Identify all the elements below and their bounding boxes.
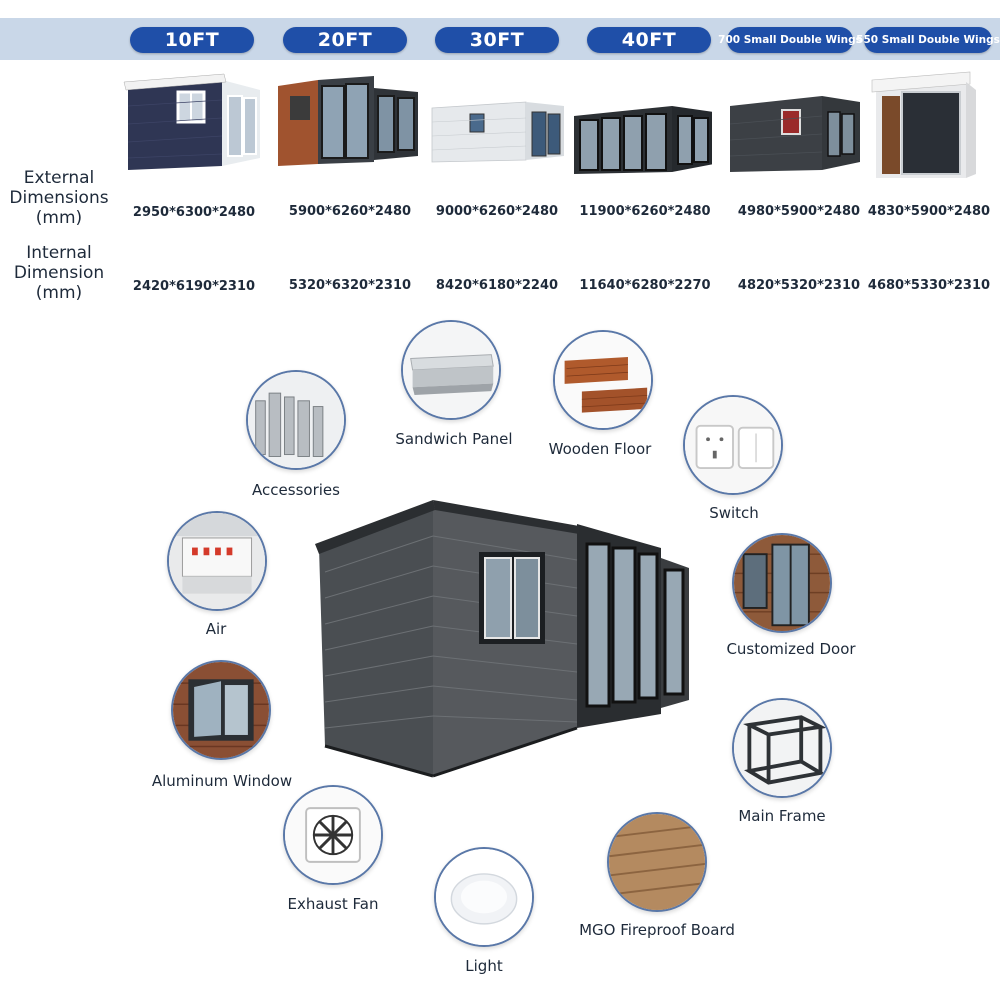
mgo-fireproof-board-label: MGO Fireproof Board <box>579 921 735 939</box>
external-dim-40ft: 11900*6260*2480 <box>579 204 711 219</box>
external-dim-20ft: 5900*6260*2480 <box>288 204 412 219</box>
internal-dim-40ft: 11640*6280*2270 <box>579 278 711 293</box>
air-label: Air <box>205 620 227 638</box>
wooden-floor-image <box>553 330 653 430</box>
size-pill-30ft: 30FT <box>435 27 559 53</box>
external-dim-550-double-wings: 4830*5900*2480 <box>867 204 991 219</box>
internal-dim-20ft: 5320*6320*2310 <box>288 278 412 293</box>
internal-dimension-label: Internal Dimension (mm) <box>13 243 105 303</box>
switch-label: Switch <box>709 504 759 522</box>
sandwich-panel-label: Sandwich Panel <box>395 430 513 448</box>
external-dimensions-label: External Dimensions (mm) <box>9 168 109 228</box>
main-house-image <box>315 500 695 780</box>
product-image-700-double-wings <box>724 66 864 188</box>
customized-door-image <box>732 533 832 633</box>
product-image-30ft <box>430 66 570 188</box>
size-pill-10ft: 10FT <box>130 27 254 53</box>
size-pill-550-double-wings: 550 Small Double Wings <box>856 27 1000 53</box>
main-frame-label: Main Frame <box>738 807 826 825</box>
accessories-label: Accessories <box>252 481 340 499</box>
aluminum-window-image <box>171 660 271 760</box>
external-dim-30ft: 9000*6260*2480 <box>435 204 559 219</box>
size-pill-700-double-wings: 700 Small Double Wings <box>718 27 862 53</box>
light-image <box>434 847 534 947</box>
size-pill-40ft: 40FT <box>587 27 711 53</box>
main-frame-image <box>732 698 832 798</box>
internal-dim-10ft: 2420*6190*2310 <box>132 279 256 294</box>
external-dim-700-double-wings: 4980*5900*2480 <box>737 204 861 219</box>
product-image-20ft <box>278 66 418 188</box>
light-label: Light <box>465 957 503 975</box>
wooden-floor-label: Wooden Floor <box>548 440 652 458</box>
size-pill-20ft: 20FT <box>283 27 407 53</box>
exhaust-fan-label: Exhaust Fan <box>287 895 379 913</box>
customized-door-label: Customized Door <box>726 640 856 658</box>
exhaust-fan-image <box>283 785 383 885</box>
product-image-550-double-wings <box>862 66 1000 188</box>
accessories-image <box>246 370 346 470</box>
internal-dim-30ft: 8420*6180*2240 <box>435 278 559 293</box>
mgo-fireproof-board-image <box>607 812 707 912</box>
product-image-10ft <box>120 66 260 188</box>
product-image-40ft <box>572 66 712 188</box>
switch-image <box>683 395 783 495</box>
external-dim-10ft: 2950*6300*2480 <box>132 205 256 220</box>
internal-dim-550-double-wings: 4680*5330*2310 <box>867 278 991 293</box>
internal-dim-700-double-wings: 4820*5320*2310 <box>737 278 861 293</box>
sandwich-panel-image <box>401 320 501 420</box>
air-image <box>167 511 267 611</box>
aluminum-window-label: Aluminum Window <box>151 772 293 790</box>
